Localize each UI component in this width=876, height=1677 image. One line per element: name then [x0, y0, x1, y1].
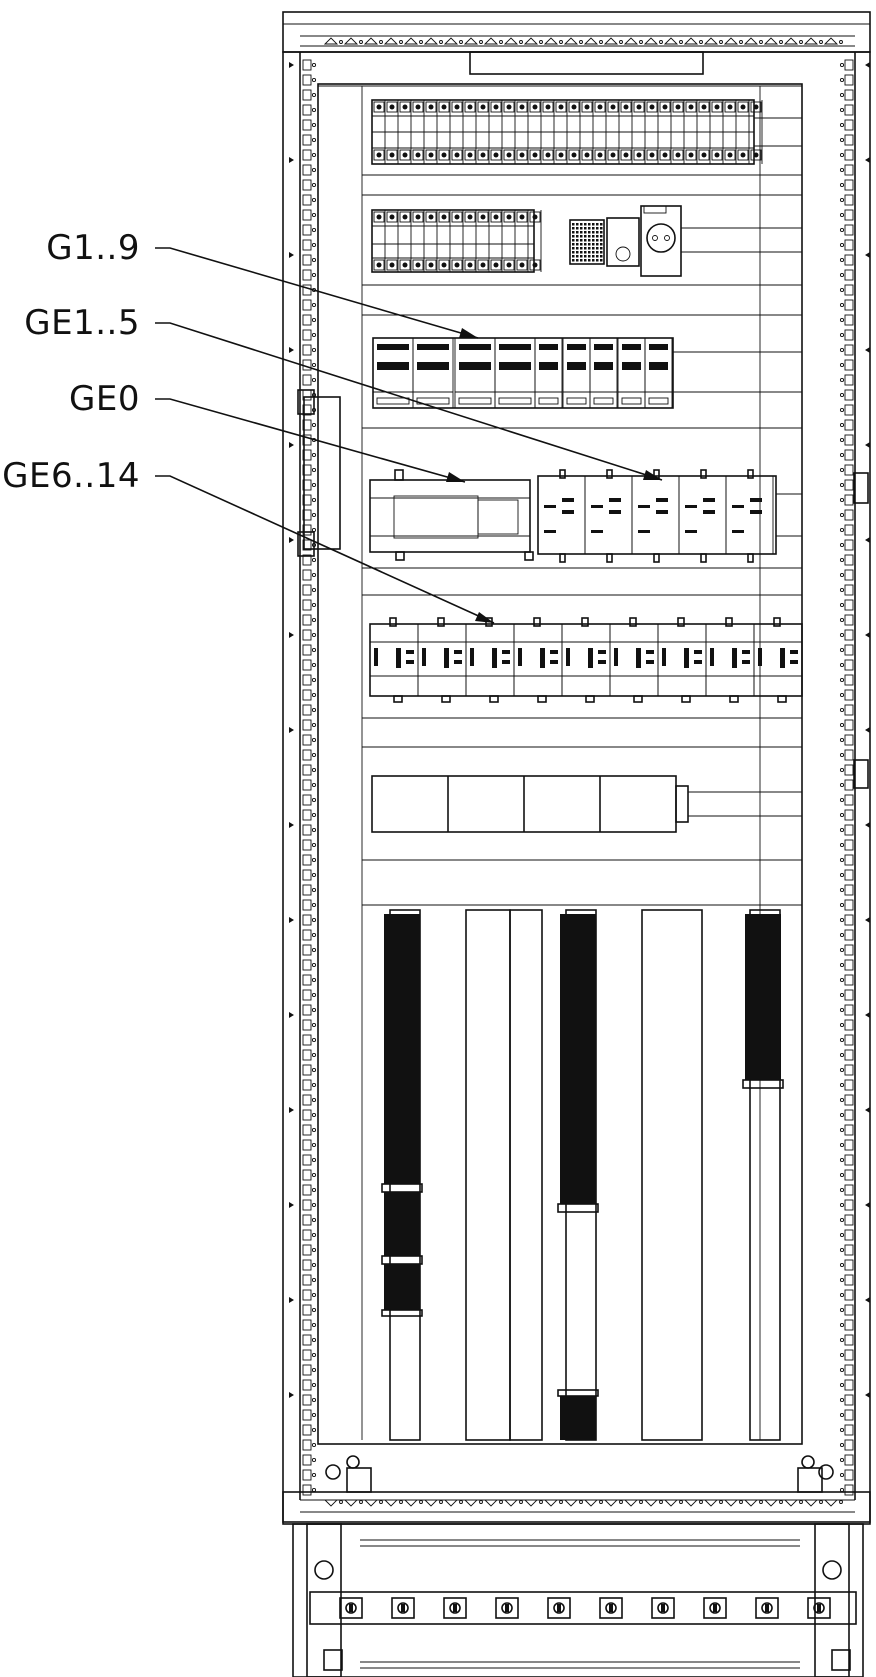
- din-rails: [362, 174, 802, 906]
- leader-line-ge6-14: [155, 475, 495, 624]
- mounting-plate: [317, 83, 803, 1445]
- leader-line-g1-9: [155, 247, 479, 339]
- vertical-terminal-columns: [381, 914, 784, 1440]
- bottom-rail-pattern: [323, 1499, 843, 1507]
- cabinet-frame: [282, 11, 871, 1525]
- cable-duct-row-6: [371, 775, 802, 833]
- arrowhead-g1-9: [459, 328, 478, 338]
- foot-bolt-right: [818, 1464, 834, 1480]
- leader-line-ge0: [155, 398, 466, 483]
- power-supplies-g1-9: [372, 337, 802, 409]
- top-rail-pattern: [323, 37, 843, 45]
- ground-busbar: [309, 1591, 857, 1625]
- io-modules-ge1-5: [537, 469, 802, 563]
- callout-label-ge1-5: GE1..5: [24, 303, 140, 343]
- callout-label-ge6-14: GE6..14: [2, 456, 140, 496]
- leader-lines: [155, 247, 663, 624]
- callout-label-ge0: GE0: [69, 379, 140, 419]
- right-perforated-rail: [839, 59, 870, 1496]
- left-perforated-rail: [289, 59, 317, 1496]
- terminal-block-dense: [569, 219, 605, 265]
- terminal-strip-row-1: [371, 99, 802, 165]
- plinth: [292, 1523, 864, 1677]
- arrowhead-ge6-14: [475, 612, 494, 623]
- callout-labels: G1..9 GE1..5 GE0 GE6..14: [2, 228, 140, 496]
- top-cable-entry: [469, 51, 704, 75]
- terminal-strip-row-2: [371, 205, 802, 277]
- foot-bolt-left: [325, 1464, 341, 1480]
- cabinet-feet: [325, 1455, 834, 1493]
- thermostat: [606, 217, 640, 267]
- door-hinge: [303, 396, 341, 550]
- callout-label-g1-9: G1..9: [46, 228, 140, 268]
- io-modules-ge6-14: [369, 617, 803, 703]
- controller-ge0: [369, 469, 534, 561]
